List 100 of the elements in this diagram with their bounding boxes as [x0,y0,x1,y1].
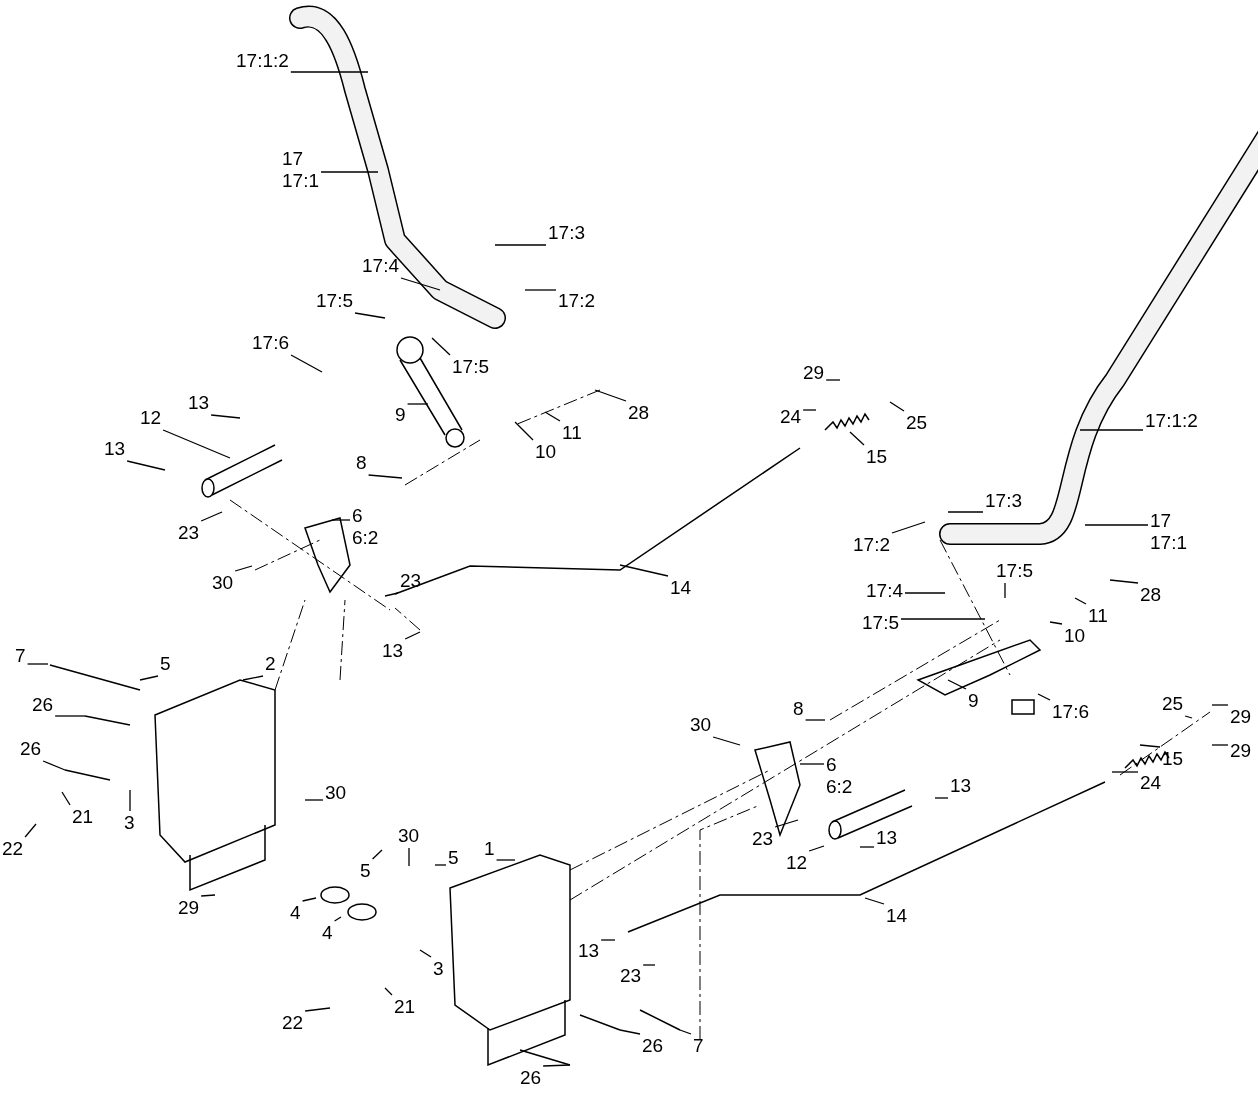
callout-number: 24 [780,406,802,428]
leader-line [514,421,534,441]
callout-number: 17:1 [1150,532,1187,554]
leader-line [904,592,946,594]
leader-line [242,675,264,681]
callout-number: 2 [265,653,276,675]
callout-number: 17 [282,148,305,170]
callout-number: 5 [360,860,371,882]
callout-number: 10 [1064,625,1086,647]
leader-line [42,760,66,771]
callout-number: 17:5 [996,560,1033,582]
callout-number: 14 [670,577,692,599]
leader-line [301,897,317,902]
callout-number: 3 [433,958,444,980]
callout-number: 25 [906,412,928,434]
leader-line [934,797,949,799]
leader-line [619,1029,641,1035]
leader-line [162,429,231,459]
callout-number: 9 [395,404,406,426]
leader-line [849,431,865,446]
callout-number: 28 [1140,584,1162,606]
callout-number: 15 [866,446,888,468]
leader-line [126,460,166,471]
leader-line [406,403,429,405]
callout-number: 23 [752,828,774,850]
callout-number: 4 [322,922,333,944]
leader-line [679,1029,692,1035]
leader-line [61,791,71,806]
callout-number: 13 [188,392,210,414]
callout-number: 29 [178,897,200,919]
callout-number: 8 [793,698,804,720]
leader-line [54,715,86,717]
leader-line [371,849,383,860]
callout-number: 17:6 [252,332,289,354]
leader-line [825,379,841,381]
leader-line [431,337,451,356]
leader-line [594,389,627,402]
callout-number: 17:3 [548,222,585,244]
callout-number: 10 [535,441,557,463]
callout-number: 17:3 [985,490,1022,512]
leader-line [947,511,984,513]
leader-line [542,1064,571,1067]
leader-line [1109,579,1139,584]
leader-line [26,663,49,665]
leader-line [384,592,399,597]
callout-number: 17:1:2 [1145,410,1198,432]
leader-line [802,409,817,411]
leader-line [1037,693,1051,701]
leader-line [900,618,986,620]
leader-line [889,401,905,412]
callout-number: 22 [282,1012,304,1034]
leader-line [524,289,557,291]
leader-line [799,763,825,765]
callout-number: 12 [140,407,162,429]
leader-line [1184,715,1193,719]
callout-number: 8 [356,452,367,474]
leader-line [408,847,410,867]
leader-line [400,277,441,291]
leader-line [434,864,447,866]
callout-number: 21 [394,996,416,1018]
callout-number: 13 [382,640,404,662]
callout-number: 4 [290,902,301,924]
callout-number: 29 [803,362,825,384]
leader-line [494,244,547,246]
leader-line [1049,621,1063,625]
leader-line [1084,524,1149,526]
callout-number: 17:6 [1052,701,1089,723]
leader-line [210,414,241,419]
callout-number: 15 [1162,748,1184,770]
callout-number: 5 [448,847,459,869]
callout-number: 30 [212,572,234,594]
leader-line [139,675,159,681]
leader-line [419,949,432,958]
leader-line [1211,744,1229,746]
leader-line [234,565,253,572]
callout-number: 26 [520,1067,542,1089]
leader-line [290,71,369,73]
callout-number: 7 [15,645,26,667]
callout-number: 25 [1162,693,1184,715]
leader-line [891,521,926,534]
leader-line [129,789,131,812]
leader-line [642,964,656,966]
leader-line [24,823,37,838]
callout-number: 30 [398,825,420,847]
callout-number: 3 [124,812,135,834]
leader-line [600,939,616,941]
leader-line [1079,429,1144,431]
callout-number: 11 [562,422,582,444]
callout-number: 13 [104,438,126,460]
callout-number: 30 [325,782,347,804]
leader-line [331,519,351,521]
leader-line [1211,704,1229,706]
callout-number: 5 [160,653,171,675]
callout-number: 30 [690,714,712,736]
leader-line [320,171,379,173]
leader-line [864,897,885,905]
leader-line [1074,597,1087,605]
leader-line [367,474,403,479]
callout-number: 14 [886,905,908,927]
leader-line [333,916,342,922]
